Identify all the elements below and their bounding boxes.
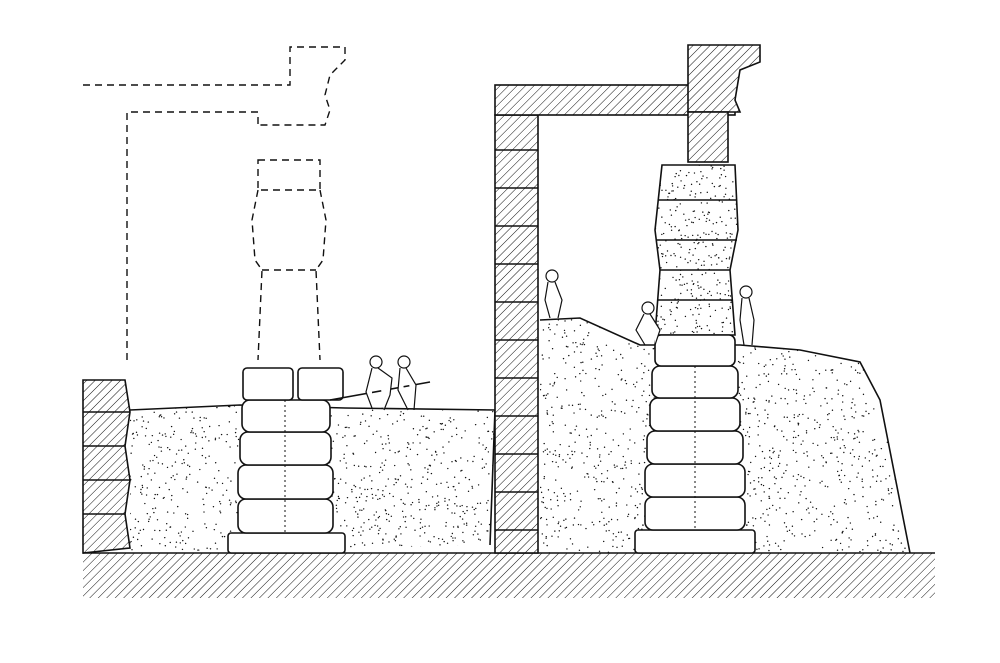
right-panel [494, 44, 911, 554]
workers-right [544, 269, 755, 346]
workers-left [329, 355, 431, 411]
sand-ramp-left [129, 404, 496, 546]
column-right [634, 164, 756, 554]
wall-right [494, 44, 761, 554]
planned-outline-dashed [83, 46, 346, 361]
column-left [227, 367, 346, 554]
ground [83, 553, 935, 598]
left-panel [82, 46, 496, 554]
sand-ramp-right [539, 317, 911, 554]
wall-left [82, 379, 131, 554]
